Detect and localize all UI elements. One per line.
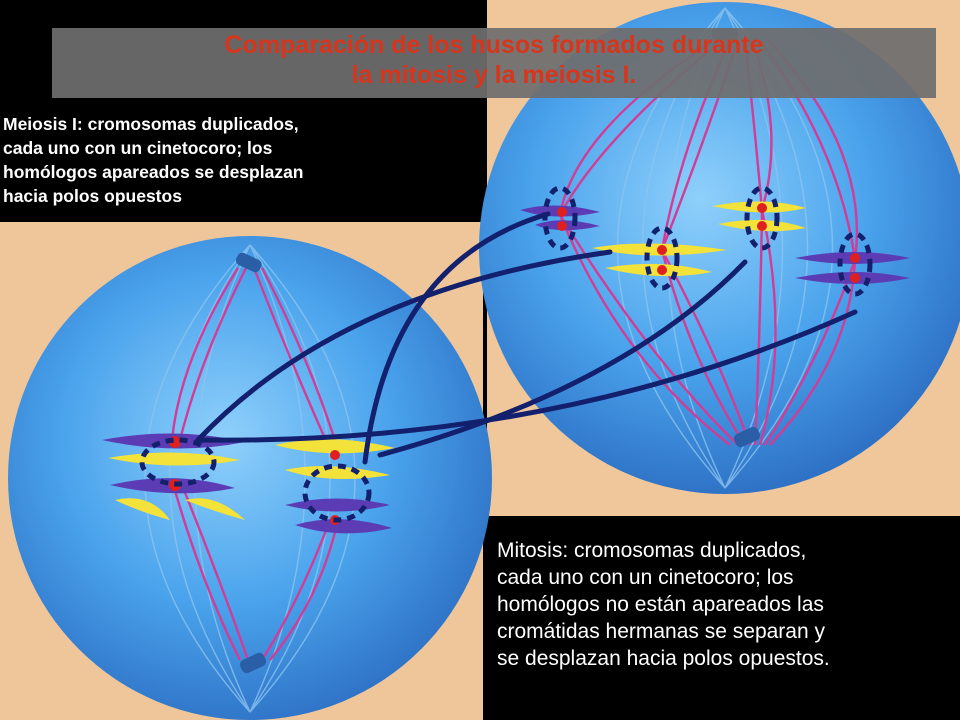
meiosis-kinetochore-highlights xyxy=(542,185,873,297)
mitosis-chromosome-group-2 xyxy=(275,439,395,534)
meiosis-centrosome-bottom xyxy=(733,426,761,448)
meiosis-caption-line: hacia polos opuestos xyxy=(3,186,182,206)
mitosis-microtubules xyxy=(170,267,340,661)
meiosis-caption-line: homólogos apareados se desplazan xyxy=(3,162,304,182)
meiosis-chromosome-pair-4 xyxy=(795,252,910,284)
meiosis-chromosome-pair-1 xyxy=(520,205,600,231)
meiosis-chromosome-pair-3 xyxy=(712,201,806,232)
mitosis-caption-line: Mitosis: cromosomas duplicados, xyxy=(497,539,807,562)
meiosis-caption-background xyxy=(0,106,420,222)
connector-lines xyxy=(195,211,858,465)
title-line-1: Comparación de los husos formados durant… xyxy=(224,31,764,59)
connector-line-1 xyxy=(195,249,613,443)
title-line-2: la mitosis y la meiosis I. xyxy=(351,61,637,89)
mitosis-caption-line: cromátidas hermanas se separan y xyxy=(497,620,825,643)
mitosis-caption-line: cada uno con un cinetocoro; los xyxy=(497,566,794,589)
mitosis-centrosome-top xyxy=(235,252,262,273)
page-title: Comparación de los husos formados durant… xyxy=(52,30,936,90)
mitosis-kinetochore-highlights xyxy=(139,437,372,523)
mitosis-centrosome-bottom xyxy=(239,652,267,674)
mitosis-caption-line: homólogos no están apareados las xyxy=(497,593,824,616)
connector-line-2 xyxy=(195,309,858,443)
meiosis-caption-line: Meiosis I: cromosomas duplicados, xyxy=(3,114,299,134)
title-banner xyxy=(52,28,936,98)
meiosis-caption-line: cada uno con un cinetocoro; los xyxy=(3,138,273,158)
mitosis-cell xyxy=(8,236,492,720)
mitosis-caption: Mitosis: cromosomas duplicados, cada uno… xyxy=(497,537,957,672)
mitosis-caption-line: se desplazan hacia polos opuestos. xyxy=(497,647,830,670)
meiosis-caption: Meiosis I: cromosomas duplicados, cada u… xyxy=(3,112,423,208)
connector-line-3 xyxy=(362,211,551,465)
mitosis-cell-body xyxy=(8,236,492,720)
meiosis-chromosome-pair-2 xyxy=(592,243,727,277)
connector-line-4 xyxy=(377,259,748,458)
